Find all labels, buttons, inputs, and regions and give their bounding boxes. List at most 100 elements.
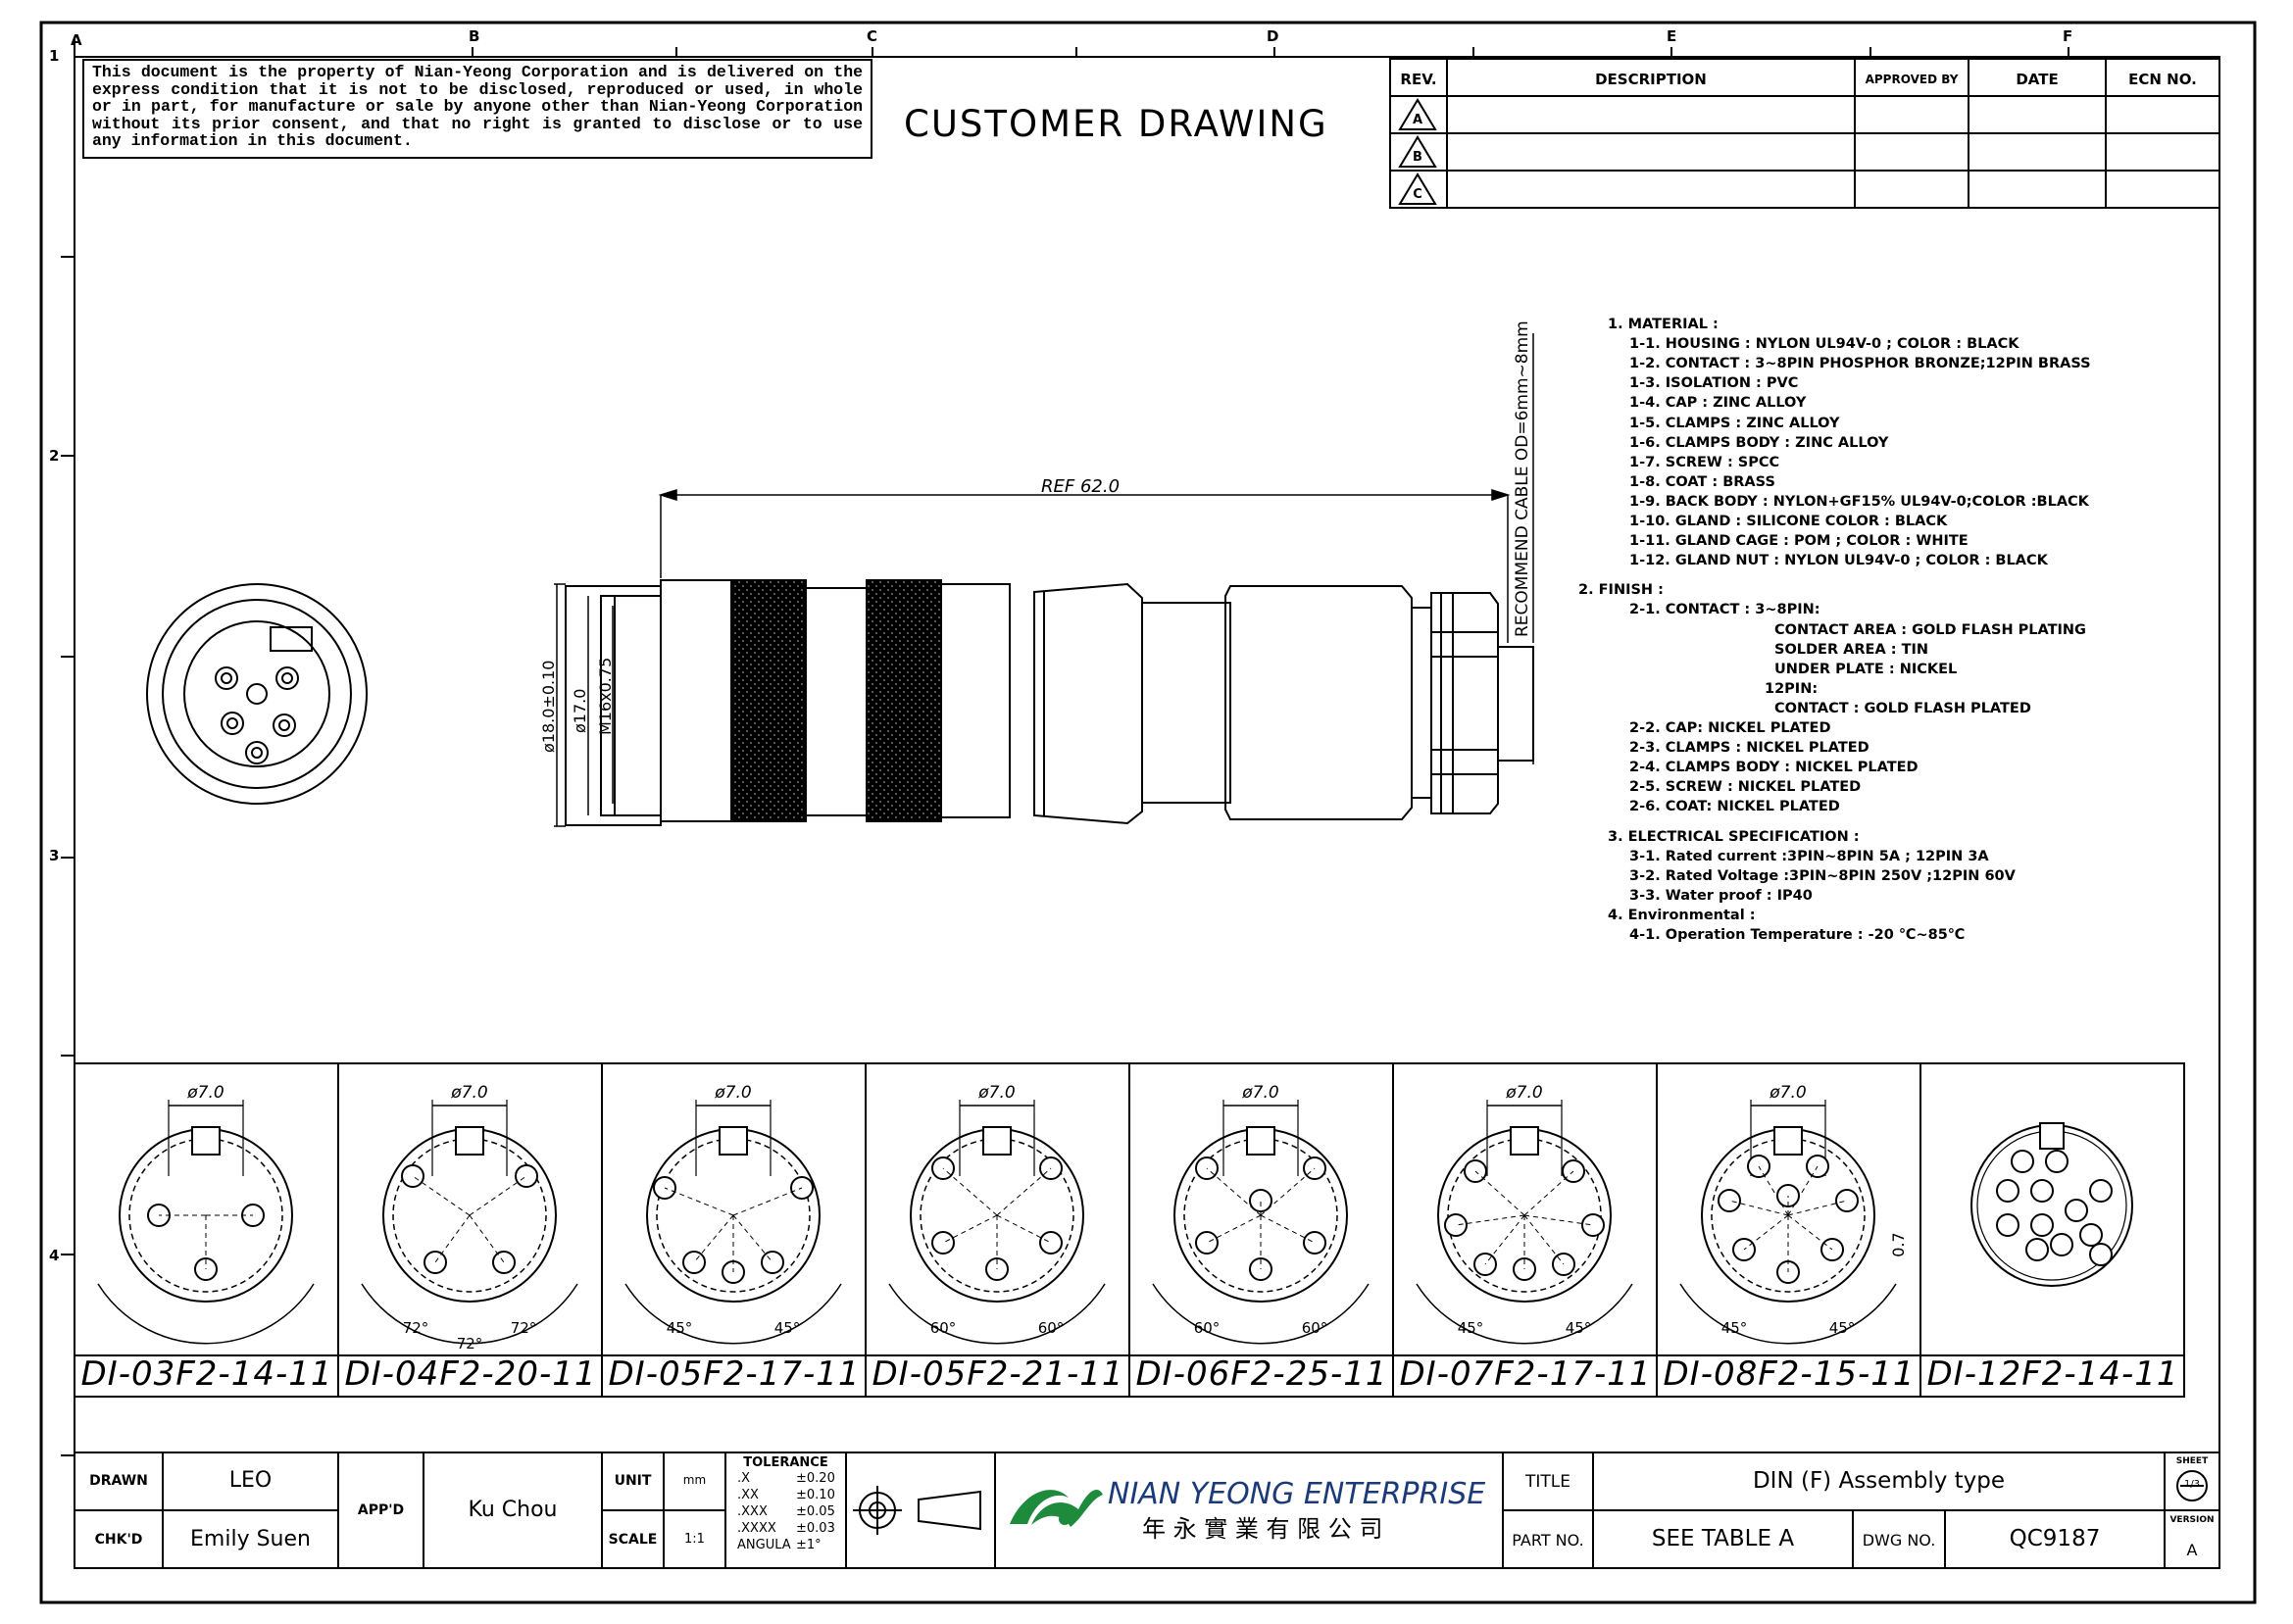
part-number: DI-05F2-17-11 [608, 1354, 861, 1394]
pin [1581, 1213, 1605, 1237]
angle-label: 45° [1458, 1319, 1484, 1337]
angle-label: 45° [1829, 1319, 1856, 1337]
tolerance-key: .XX [737, 1488, 759, 1502]
extra-dim: 0.7 [1889, 1232, 1908, 1256]
pin [401, 1164, 424, 1188]
grid-row-2: 2 [49, 447, 60, 465]
approved-label: APP'D [357, 1502, 405, 1518]
spec-note-line: 1-2. CONTACT : 3~8PIN PHOSPHOR BRONZE;12… [1629, 356, 2091, 372]
pin [931, 1231, 955, 1255]
angle-arc [1679, 1283, 1897, 1345]
ref-length-dim: REF 62.0 [1041, 476, 1121, 497]
key-notch [719, 1126, 748, 1156]
pin [2079, 1223, 2103, 1247]
drawing-title: CUSTOMER DRAWING [904, 103, 1328, 145]
pin-view: ø7.060°60° [888, 1083, 1106, 1345]
angle-label: 60° [930, 1319, 957, 1337]
spec-note-line: 2-6. COAT: NICKEL PLATED [1629, 799, 1840, 815]
angle-label: 45° [774, 1319, 801, 1337]
pin [515, 1164, 538, 1188]
pin [2065, 1199, 2088, 1222]
grid-row-3: 3 [49, 847, 60, 864]
spec-note-line: 3-2. Rated Voltage :3PIN~8PIN 250V ;12PI… [1629, 867, 2016, 884]
company-chinese-name: 年 永 實 業 有 限 公 司 [1142, 1515, 1383, 1543]
pitch-circle [920, 1138, 1074, 1293]
part-no-value: SEE TABLE A [1651, 1526, 1795, 1551]
approved-by-header: APPROVED BY [1865, 73, 1959, 86]
spec-note-line: 2-4. CLAMPS BODY : NICKEL PLATED [1629, 760, 1919, 776]
dia-label: ø7.0 [450, 1083, 487, 1103]
dwg-no-label: DWG NO. [1862, 1531, 1936, 1550]
drawn-label: DRAWN [89, 1473, 148, 1489]
pin-view: ø7.045°45° [624, 1083, 842, 1345]
title-block-lines [74, 1452, 2220, 1569]
pin-view: ø7.0 [97, 1083, 315, 1345]
ownership-notice: This document is the property of Nian-Ye… [82, 59, 872, 159]
dia-label: ø7.0 [1769, 1083, 1806, 1103]
pin [2045, 1150, 2069, 1173]
thread-dim: M16x0.75 [596, 657, 615, 735]
coupling-body [660, 579, 732, 822]
key-notch [2039, 1122, 2065, 1150]
tolerance-key: .X [737, 1471, 751, 1486]
pin [1444, 1213, 1468, 1237]
key-notch [1510, 1126, 1539, 1156]
pin [682, 1251, 706, 1274]
spec-note-line: 1-5. CLAMPS : ZINC ALLOY [1629, 415, 1840, 431]
clamp-body [1224, 585, 1413, 820]
pitch-circle [656, 1138, 811, 1293]
date-header: DATE [2016, 71, 2059, 88]
company-logo [1010, 1490, 1103, 1527]
tolerance-title: TOLERANCE [743, 1455, 828, 1470]
inner-border [74, 56, 2220, 1569]
spec-note-line: CONTACT : GOLD FLASH PLATED [1774, 700, 2031, 716]
scale-label: SCALE [608, 1532, 658, 1548]
outer-border [39, 21, 2257, 1604]
pin [1195, 1231, 1219, 1255]
pitch-circle [1711, 1138, 1866, 1293]
part-number: DI-06F2-25-11 [1135, 1354, 1388, 1394]
grid-col-e: E [1667, 27, 1677, 45]
dia-label: ø7.0 [1505, 1083, 1542, 1103]
side-dimensions [554, 333, 1534, 827]
sheet-value: 1/3 [2183, 1479, 2201, 1490]
pin [2089, 1243, 2113, 1266]
pitch-circle [392, 1138, 547, 1293]
angle-label: 60° [1194, 1319, 1221, 1337]
version-label: VERSION [2169, 1515, 2215, 1525]
angle-label: 60° [1302, 1319, 1328, 1337]
spec-note-line: 4. Environmental : [1608, 907, 1756, 923]
spec-note-line: 1-1. HOUSING : NYLON UL94V-0 ; COLOR : B… [1629, 336, 2019, 353]
angle-arc [1152, 1283, 1370, 1345]
angle-arc [624, 1283, 842, 1345]
pin [2089, 1179, 2113, 1203]
pin [492, 1251, 516, 1274]
pin [1996, 1179, 2019, 1203]
pin [2011, 1150, 2034, 1173]
spec-note-line: 1-6. CLAMPS BODY : ZINC ALLOY [1629, 434, 1889, 451]
rev-b: B [1413, 150, 1422, 165]
key-notch [455, 1126, 484, 1156]
dia-label: ø7.0 [186, 1083, 224, 1103]
angle-arc [97, 1283, 315, 1345]
pin-view: ø7.060°60° [1152, 1083, 1370, 1345]
rev-header: REV. [1400, 71, 1437, 88]
spec-note-line: 1-8. COAT : BRASS [1629, 473, 1775, 490]
pitch-circle [1183, 1138, 1338, 1293]
tolerance-value: ±0.20 [796, 1471, 835, 1486]
company-name: NIAN YEONG ENTERPRISE [1108, 1477, 1486, 1511]
inner-diameter-dim: ø17.0 [571, 688, 589, 733]
part-number: DI-05F2-21-11 [872, 1354, 1124, 1394]
knurl-ring-1 [730, 579, 807, 822]
part-no-label: PART NO. [1512, 1531, 1584, 1550]
spec-note-line: CONTACT AREA : GOLD FLASH PLATING [1774, 621, 2086, 638]
sheet-label: SHEET [2175, 1456, 2209, 1466]
part-number: DI-03F2-14-11 [80, 1354, 333, 1394]
spec-note-line: 2-3. CLAMPS : NICKEL PLATED [1629, 740, 1869, 757]
pin-view: ø7.045°45° [1416, 1083, 1633, 1345]
grid-col-d: D [1267, 27, 1279, 45]
pin [424, 1251, 447, 1274]
pin [1718, 1189, 1741, 1212]
